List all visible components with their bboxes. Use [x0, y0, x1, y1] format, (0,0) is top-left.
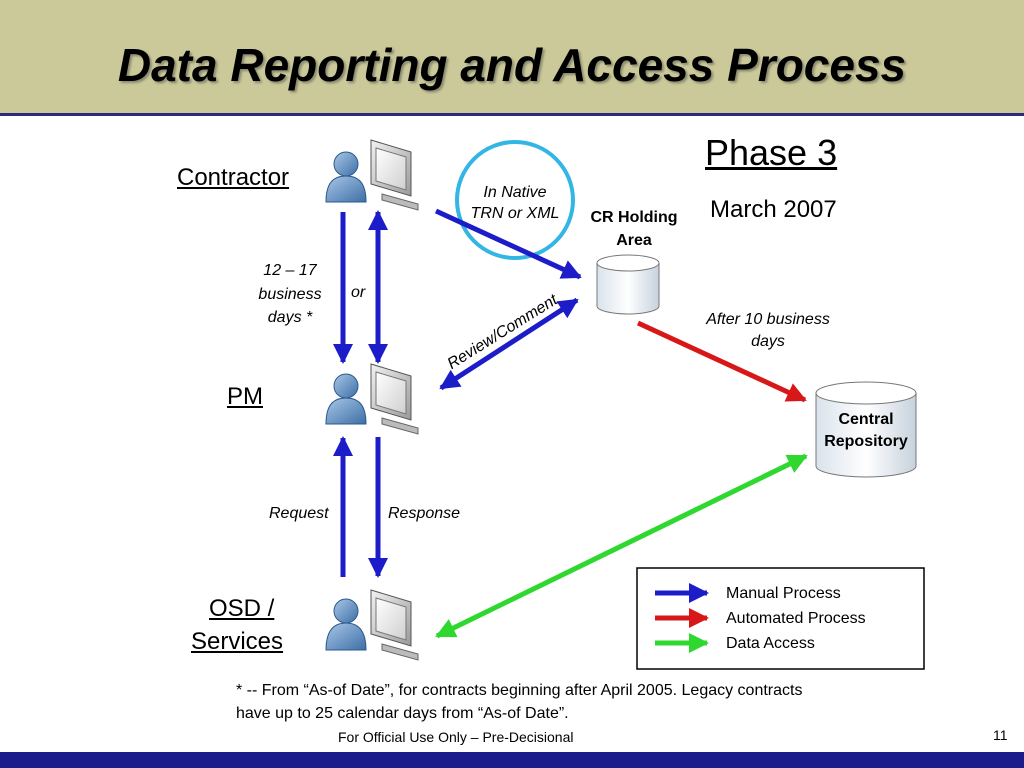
central-repository-database-icon — [815, 381, 917, 478]
bottom-bar — [0, 752, 1024, 768]
cr-holding-label-line1: CR Holding — [590, 209, 678, 226]
legend-manual-label: Manual Process — [726, 585, 841, 602]
native-label-line1: In Native — [483, 184, 547, 201]
date-label: March 2007 — [710, 196, 837, 223]
page-number: 11 — [993, 727, 1008, 743]
review-comment-label: Review/Comment — [445, 291, 562, 373]
pm-person-icon — [325, 373, 367, 425]
after-days-label-line2: days — [751, 333, 785, 350]
days-label-line1: 12 – 17 — [263, 262, 317, 279]
automated-transfer-arrow — [636, 320, 807, 403]
days-label-line3: days * — [267, 309, 313, 326]
contractor-person-icon — [325, 151, 367, 203]
cr-holding-database-icon — [596, 254, 660, 315]
contractor-computer-icon — [370, 139, 419, 211]
after-days-label-line1: After 10 business — [706, 311, 830, 328]
pm-label: PM — [227, 383, 263, 410]
contractor-label: Contractor — [177, 164, 290, 191]
osd-computer-icon — [370, 589, 419, 661]
pm-computer-icon — [370, 363, 419, 435]
legend-access-label: Data Access — [726, 635, 815, 652]
title-bar — [0, 0, 1024, 116]
footnote-line2: have up to 25 calendar days from “As-of … — [236, 705, 569, 722]
central-repository-label-line2: Repository — [824, 433, 908, 450]
classification-footer: For Official Use Only – Pre-Decisional — [338, 729, 574, 745]
footnote-line1: * -- From “As-of Date”, for contracts be… — [236, 682, 803, 699]
native-label-line2: TRN or XML — [470, 205, 560, 222]
osd-label-line1: OSD / — [209, 595, 275, 622]
osd-person-icon — [325, 598, 367, 651]
central-repository-label-line1: Central — [838, 411, 894, 428]
legend: Manual Process Automated Process Data Ac… — [636, 567, 925, 670]
request-label: Request — [269, 505, 329, 522]
phase-label: Phase 3 — [705, 132, 838, 173]
or-label: or — [351, 284, 366, 301]
slide-title: Data Reporting and Access Process — [117, 39, 907, 91]
review-comment-arrow — [439, 297, 579, 391]
osd-label-line2: Services — [191, 628, 284, 655]
cr-holding-label-line2: Area — [616, 232, 652, 249]
data-access-arrow — [435, 453, 808, 639]
contractor-to-holding-arrow — [434, 208, 582, 280]
native-format-highlight-circle — [455, 140, 575, 260]
response-label: Response — [388, 505, 461, 522]
legend-automated-label: Automated Process — [726, 610, 866, 627]
days-label-line2: business — [258, 286, 322, 303]
